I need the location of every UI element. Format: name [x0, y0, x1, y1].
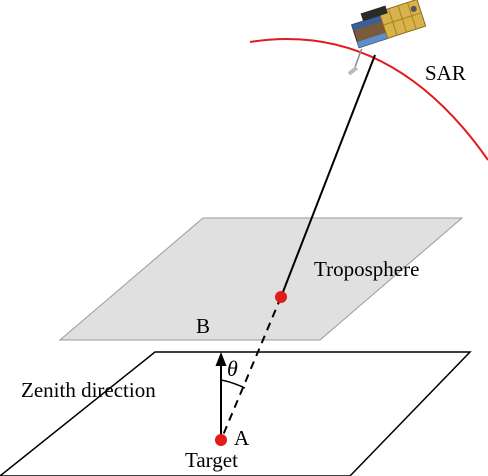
- sar-label: SAR: [425, 61, 466, 85]
- signal-path-solid: [280, 54, 376, 298]
- satellite-icon: [347, 0, 427, 76]
- troposphere-plane: [58, 217, 464, 341]
- ground-plane: [0, 351, 472, 476]
- troposphere-label: Troposphere: [314, 257, 419, 281]
- point-b-label: B: [196, 314, 210, 338]
- signal-path-dashed: [220, 296, 282, 441]
- point-b-marker: [275, 291, 287, 303]
- zenith-direction-label: Zenith direction: [21, 378, 156, 402]
- target-label: Target: [185, 448, 238, 472]
- point-a-marker: [215, 434, 227, 446]
- point-a-label: A: [234, 426, 250, 450]
- theta-label: θ: [227, 356, 238, 381]
- orbit-arc: [249, 38, 488, 161]
- zenith-arrow-head: [215, 352, 227, 366]
- theta-angle-arc: [220, 379, 246, 389]
